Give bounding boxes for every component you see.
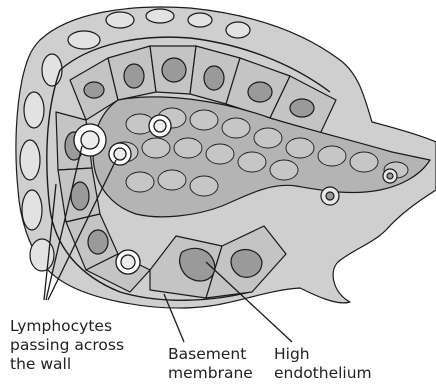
nucleus xyxy=(248,82,272,102)
lumen-cell xyxy=(174,138,202,158)
label-line: the wall xyxy=(10,355,124,374)
pericyte xyxy=(42,54,62,86)
label-line: Lymphocytes xyxy=(10,317,124,336)
lumen-cell xyxy=(126,172,154,192)
lumen-cell xyxy=(350,152,378,172)
nucleus xyxy=(124,64,144,88)
pericyte xyxy=(106,12,134,28)
label-line: membrane xyxy=(168,364,253,383)
nucleus xyxy=(204,66,224,90)
pericyte xyxy=(20,140,40,180)
lymphocyte xyxy=(114,148,126,160)
pericyte xyxy=(188,13,212,27)
lumen-cell xyxy=(286,138,314,158)
lumen-cell xyxy=(190,176,218,196)
lumen-cell xyxy=(206,144,234,164)
lymphocyte xyxy=(154,120,166,132)
nucleus xyxy=(88,230,108,254)
label-high-endothelium: High endothelium xyxy=(274,345,372,383)
nucleus xyxy=(162,58,186,82)
nucleus xyxy=(290,99,314,117)
pericyte xyxy=(226,22,250,38)
lumen-cell xyxy=(190,110,218,130)
label-lymphocytes: Lymphocytes passing across the wall xyxy=(10,317,124,374)
lumen-cell xyxy=(318,146,346,166)
lymphocyte xyxy=(81,131,99,149)
nucleus xyxy=(84,82,104,98)
pericyte xyxy=(68,31,100,49)
nucleus xyxy=(231,250,262,278)
label-line: endothelium xyxy=(274,364,372,383)
label-line: Basement xyxy=(168,345,253,364)
pericyte xyxy=(22,190,42,230)
pericyte xyxy=(146,9,174,23)
capillary xyxy=(387,173,393,179)
nucleus xyxy=(71,182,89,210)
label-basement-membrane: Basement membrane xyxy=(168,345,253,383)
lumen-cell xyxy=(222,118,250,138)
pericyte xyxy=(24,92,44,128)
lumen-cell xyxy=(142,138,170,158)
label-line: passing across xyxy=(10,336,124,355)
lumen-cell xyxy=(158,170,186,190)
label-line: High xyxy=(274,345,372,364)
lumen-cell xyxy=(270,160,298,180)
lumen-cell xyxy=(254,128,282,148)
lymphocyte xyxy=(121,255,135,269)
lumen-cell xyxy=(238,152,266,172)
capillary xyxy=(326,192,334,200)
